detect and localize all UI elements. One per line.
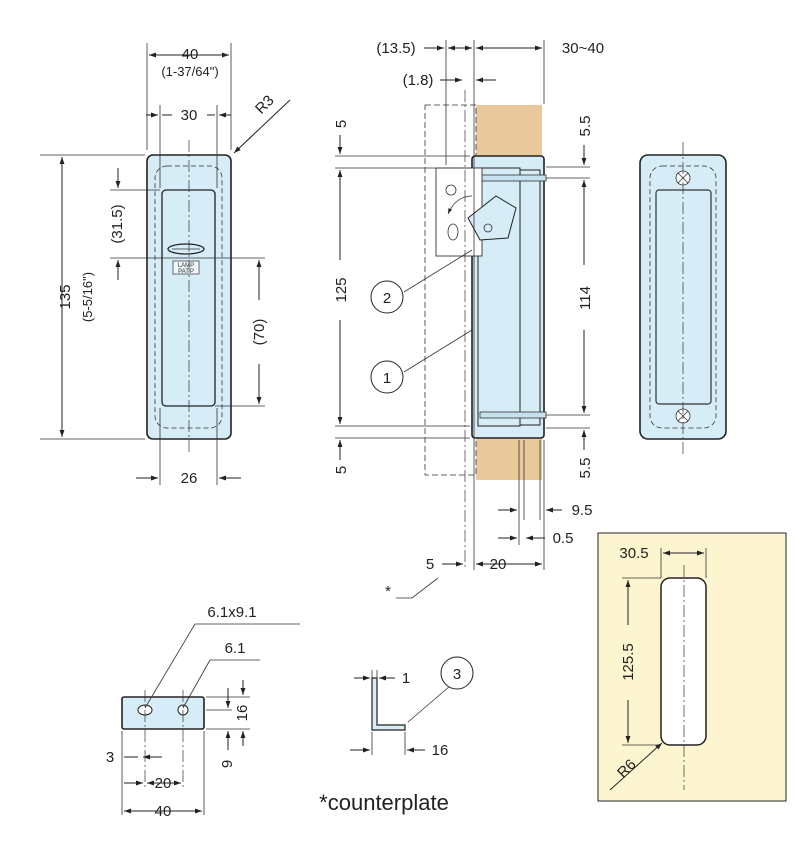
bottom-screw <box>479 411 547 419</box>
callout-3 <box>440 656 474 690</box>
dim-counter-offset: 5 <box>426 556 434 573</box>
dim-hole-pitch: 114 <box>577 286 594 310</box>
side-flange <box>519 169 541 426</box>
front-view: LAMP PAT.P 40 (1-37/64") 30 R3 135 (5-5/… <box>40 43 291 487</box>
dim-bracket-leg: 16 <box>432 742 449 759</box>
latch-pin-top <box>445 184 457 196</box>
dim-flange-offset: (13.5) <box>376 40 415 57</box>
dim-hole-size: 6.1 <box>225 640 246 657</box>
dim-cutout-height: 125.5 <box>620 643 637 681</box>
latch-pivot <box>483 223 493 233</box>
dim-corner-radius: R3 <box>252 92 278 118</box>
dim-depth-total: 20 <box>490 556 507 573</box>
dim-body-height: 125 <box>333 277 350 302</box>
dim-front-height-inch: (5-5/16") <box>80 272 95 322</box>
dim-slot-size: 6.1x9.1 <box>207 604 256 621</box>
top-screw <box>479 174 547 182</box>
back-pocket <box>655 189 712 405</box>
dim-bottom-gap: 5 <box>333 466 350 474</box>
logo-text-bottom: PAT.P <box>178 269 194 275</box>
counter-frame-outline <box>424 104 477 476</box>
dim-door-thickness: 30~40 <box>562 40 604 57</box>
dim-bracket-thickness: 1 <box>402 670 410 687</box>
front-recess-outline <box>154 165 223 429</box>
dim-front-height: 135 <box>57 284 74 309</box>
dim-bottom-width: 26 <box>181 470 198 487</box>
callout-3-label: 3 <box>453 666 461 683</box>
dim-depth-b: 0.5 <box>553 530 574 547</box>
dim-counterplate-height: 16 <box>234 705 251 722</box>
bracket-profile <box>371 677 406 731</box>
dim-front-width: 40 <box>182 46 199 63</box>
latch-rotation-arrow <box>447 195 473 215</box>
callout-2 <box>370 280 404 314</box>
counterplate-caption: *counterplate <box>319 790 449 815</box>
callout-1-label: 1 <box>383 370 391 387</box>
callout-1 <box>370 360 404 394</box>
dim-edge: 3 <box>106 749 114 766</box>
dim-counterplate-length: 40 <box>155 803 172 820</box>
side-view: (13.5) 30~40 (1.8) 5 125 5 5.5 114 5.5 <box>333 40 604 600</box>
dim-front-inner-width: 30 <box>181 107 198 124</box>
grip-pocket <box>161 189 216 407</box>
dim-bottom-gap-right: 5.5 <box>577 458 594 479</box>
dim-hole-height: 9 <box>219 760 236 768</box>
callout-2-label: 2 <box>383 290 391 307</box>
latch-cam <box>467 195 517 241</box>
dim-cutout-width: 30.5 <box>619 545 648 562</box>
dim-depth-a: 9.5 <box>572 502 593 519</box>
dim-top-gap-right: 5.5 <box>577 116 594 137</box>
dim-top-gap: 5 <box>333 120 350 128</box>
cutout-panel: 30.5 125.5 R6 <box>597 532 787 802</box>
back-view <box>639 142 727 455</box>
logo-plate <box>172 260 200 275</box>
dim-grip-offset: (31.5) <box>109 204 126 243</box>
logo-text-top: LAMP <box>178 263 194 269</box>
bracket-view: 1 16 3 <box>350 656 474 759</box>
cutout-outline <box>660 577 707 746</box>
dim-front-width-inch: (1-37/64") <box>161 64 218 79</box>
dim-pitch: 20 <box>155 775 172 792</box>
dim-lip: (1.8) <box>403 72 434 89</box>
counterplate-body <box>121 696 205 730</box>
dim-grip-length: (70) <box>251 319 268 346</box>
counterplate-view: 6.1x9.1 6.1 16 9 3 20 40 *counterplate <box>106 604 449 820</box>
latch-slot <box>447 223 459 241</box>
counterplate-asterisk: * <box>385 583 391 600</box>
